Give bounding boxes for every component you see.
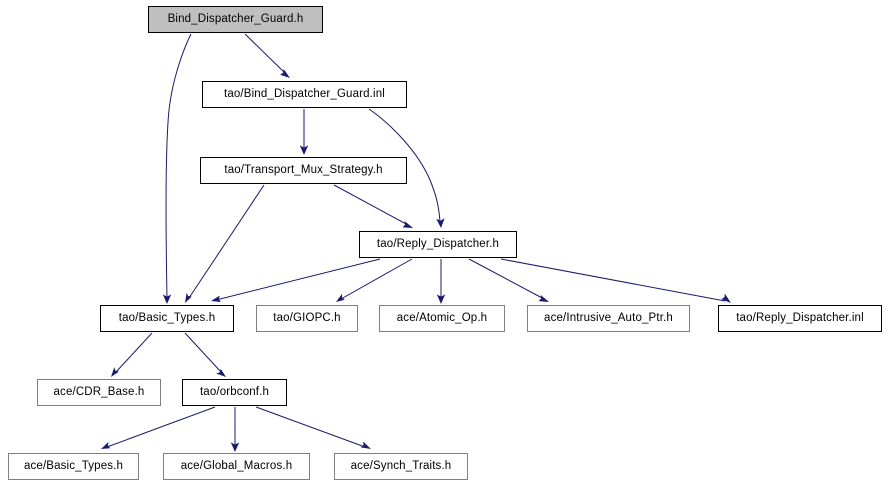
graph-node-label: ace/Synch_Traits.h <box>350 459 452 472</box>
graph-node-ace_atomic_op_h[interactable]: ace/Atomic_Op.h <box>379 305 505 332</box>
graph-node-tao_orbconf_h[interactable]: tao/orbconf.h <box>182 379 287 406</box>
arrowhead-tao_basic_types_h-to-ace_cdr_base_h <box>111 367 119 377</box>
graph-node-label: ace/Atomic_Op.h <box>396 311 488 324</box>
graph-node-tao_basic_types_h[interactable]: tao/Basic_Types.h <box>100 305 234 332</box>
arrowhead-tao_reply_dispatcher_h-to-ace_intrusive_auto_ptr_h <box>538 294 549 302</box>
arrowhead-tao_reply_dispatcher_h-to-tao_reply_dispatcher_inl <box>721 293 731 303</box>
graph-node-label: tao/orbconf.h <box>199 385 270 398</box>
edge-tao_basic_types_h-to-tao_orbconf_h <box>184 332 222 373</box>
graph-node-label: tao/Bind_Dispatcher_Guard.inl <box>224 87 385 100</box>
graph-node-label: tao/Reply_Dispatcher.inl <box>736 311 864 324</box>
graph-node-tao_reply_dispatcher_h[interactable]: tao/Reply_Dispatcher.h <box>359 231 517 258</box>
edge-tao_reply_dispatcher_h-to-tao_giopc_h <box>340 258 413 300</box>
edge-tao_basic_types_h-to-ace_cdr_base_h <box>115 332 153 373</box>
arrowhead-tao_bind_dispatcher_guard_inl-to-tao_transport_mux_strategy_h <box>299 145 309 155</box>
arrowhead-tao_reply_dispatcher_h-to-ace_atomic_op_h <box>436 294 446 304</box>
graph-node-tao_transport_mux_strategy_h[interactable]: tao/Transport_Mux_Strategy.h <box>200 157 407 184</box>
graph-node-label: Bind_Dispatcher_Guard.h <box>167 12 304 25</box>
graph-node-label: ace/CDR_Base.h <box>53 385 145 398</box>
edge-tao_reply_dispatcher_h-to-tao_reply_dispatcher_inl <box>500 258 726 302</box>
edge-bind_dispatcher_guard_h-to-tao_basic_types_h <box>165 33 192 299</box>
edge-tao_reply_dispatcher_h-to-tao_basic_types_h <box>215 258 381 301</box>
edge-tao_bind_dispatcher_guard_inl-to-tao_reply_dispatcher_h <box>368 108 441 223</box>
graph-node-ace_basic_types_h[interactable]: ace/Basic_Types.h <box>8 453 139 480</box>
edge-tao_orbconf_h-to-ace_basic_types_h <box>106 406 216 448</box>
graph-node-label: tao/GIOPC.h <box>273 311 341 324</box>
graph-node-tao_bind_dispatcher_guard_inl[interactable]: tao/Bind_Dispatcher_Guard.inl <box>202 81 407 108</box>
arrowhead-tao_orbconf_h-to-ace_global_macros_h <box>230 442 240 452</box>
edge-tao_orbconf_h-to-ace_synch_traits_h <box>255 406 366 448</box>
arrowhead-bind_dispatcher_guard_h-to-tao_bind_dispatcher_guard_inl <box>280 69 290 78</box>
graph-node-tao_giopc_h[interactable]: tao/GIOPC.h <box>256 305 358 332</box>
arrowhead-tao_basic_types_h-to-tao_orbconf_h <box>216 368 226 377</box>
graph-node-label: tao/Reply_Dispatcher.h <box>376 237 500 250</box>
arrowhead-tao_transport_mux_strategy_h-to-tao_basic_types_h <box>185 292 192 303</box>
edge-tao_reply_dispatcher_h-to-ace_intrusive_auto_ptr_h <box>468 258 545 300</box>
graph-node-ace_intrusive_auto_ptr_h[interactable]: ace/Intrusive_Auto_Ptr.h <box>527 305 690 332</box>
graph-node-ace_cdr_base_h[interactable]: ace/CDR_Base.h <box>37 379 161 406</box>
arrowhead-tao_orbconf_h-to-ace_basic_types_h <box>101 441 111 449</box>
graph-node-label: tao/Transport_Mux_Strategy.h <box>224 163 383 176</box>
graph-node-bind_dispatcher_guard_h[interactable]: Bind_Dispatcher_Guard.h <box>148 6 323 33</box>
graph-node-label: tao/Basic_Types.h <box>118 311 216 324</box>
arrowhead-tao_reply_dispatcher_h-to-tao_basic_types_h <box>211 295 221 302</box>
graph-node-label: ace/Intrusive_Auto_Ptr.h <box>544 311 673 324</box>
arrowhead-tao_bind_dispatcher_guard_inl-to-tao_reply_dispatcher_h <box>436 218 445 228</box>
graph-node-label: ace/Global_Macros.h <box>180 459 293 472</box>
graph-node-label: ace/Basic_Types.h <box>23 459 124 472</box>
graph-node-tao_reply_dispatcher_inl[interactable]: tao/Reply_Dispatcher.inl <box>718 305 882 332</box>
edge-tao_transport_mux_strategy_h-to-tao_basic_types_h <box>188 184 265 299</box>
arrowhead-bind_dispatcher_guard_h-to-tao_basic_types_h <box>162 294 172 304</box>
graph-node-ace_synch_traits_h[interactable]: ace/Synch_Traits.h <box>334 453 468 480</box>
edge-bind_dispatcher_guard_h-to-tao_bind_dispatcher_guard_inl <box>244 33 286 74</box>
edge-tao_transport_mux_strategy_h-to-tao_reply_dispatcher_h <box>333 184 409 226</box>
graph-node-ace_global_macros_h[interactable]: ace/Global_Macros.h <box>163 453 310 480</box>
arrowhead-tao_orbconf_h-to-ace_synch_traits_h <box>360 441 371 449</box>
arrowhead-tao_transport_mux_strategy_h-to-tao_reply_dispatcher_h <box>402 221 413 228</box>
arrowhead-tao_reply_dispatcher_h-to-tao_giopc_h <box>336 293 345 302</box>
